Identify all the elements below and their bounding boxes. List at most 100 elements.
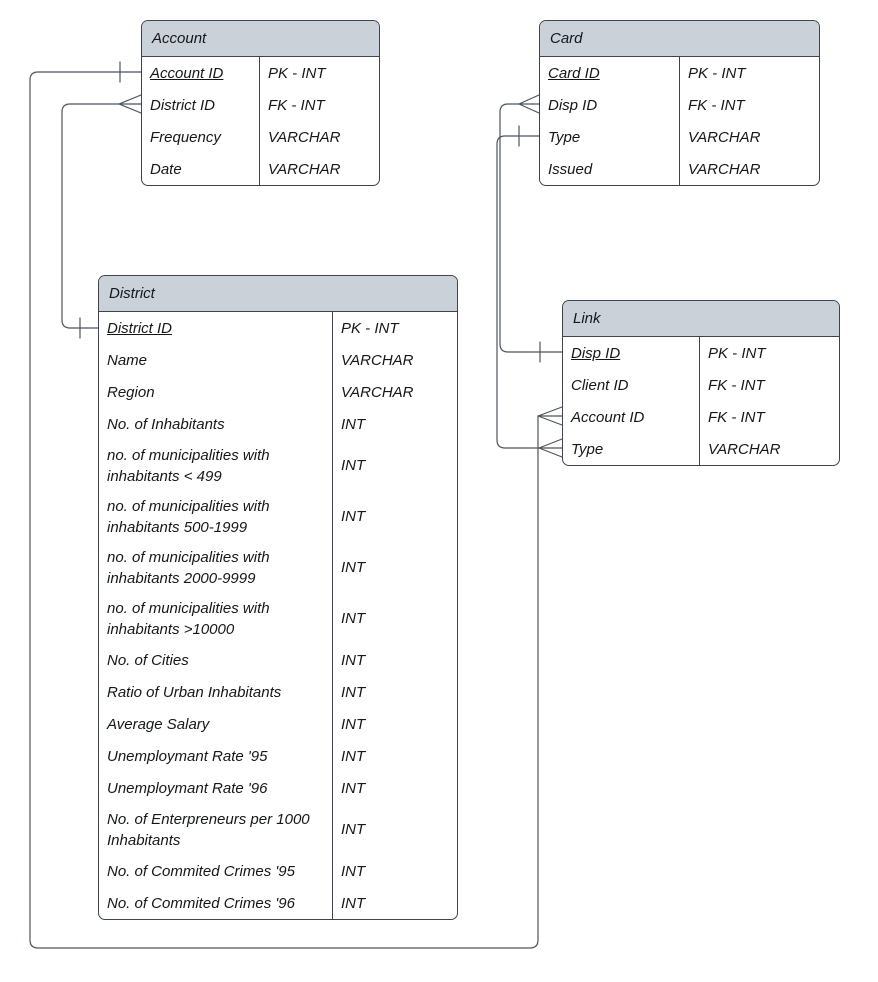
crows-foot-many-icon xyxy=(518,94,540,114)
attribute-type-cell: FK - INT xyxy=(699,401,839,433)
attribute-name-cell: District ID xyxy=(150,96,215,114)
attribute-type-cell: INT xyxy=(332,772,457,804)
relationship-account-link[interactable] xyxy=(29,61,563,949)
attribute-type-cell: INT xyxy=(332,740,457,772)
attribute-name-cell: Account ID xyxy=(150,64,224,82)
attribute-name-cell: No. of Commited Crimes '95 xyxy=(107,862,295,880)
crows-foot-many-icon xyxy=(537,406,563,426)
attribute-name-cell: No. of Commited Crimes '96 xyxy=(107,894,295,912)
entity-header-link: Link xyxy=(563,301,839,337)
attribute-name-cell: Ratio of Urban Inhabitants xyxy=(107,683,282,701)
table-row: Unemploymant Rate '96 INT xyxy=(99,772,457,804)
relationship-card-link-disp[interactable] xyxy=(499,94,563,363)
attribute-name-cell: Average Salary xyxy=(107,715,210,733)
table-row: Client ID FK - INT xyxy=(563,369,839,401)
attribute-type-cell: VARCHAR xyxy=(679,153,819,185)
attribute-type-cell: PK - INT xyxy=(699,337,839,369)
attribute-name-cell: Frequency xyxy=(150,128,221,146)
attribute-name-cell: Unemploymant Rate '96 xyxy=(107,779,268,797)
connector-line xyxy=(29,71,539,949)
relationship-card-link-type[interactable] xyxy=(496,125,563,458)
entity-account[interactable]: Account Account ID PK - INT District ID … xyxy=(141,20,380,186)
attribute-name-cell: Client ID xyxy=(571,376,629,394)
attribute-type-cell: VARCHAR xyxy=(699,433,839,465)
attribute-name-cell: Disp ID xyxy=(548,96,598,114)
table-row: Frequency VARCHAR xyxy=(142,121,379,153)
attribute-type-cell: INT xyxy=(332,708,457,740)
attribute-name-cell: Account ID xyxy=(571,408,645,426)
attribute-name-cell: Type xyxy=(571,440,604,458)
attribute-name-cell: Type xyxy=(548,128,581,146)
table-row: Disp ID PK - INT xyxy=(563,337,839,369)
table-row: Ratio of Urban Inhabitants INT xyxy=(99,676,457,708)
attribute-name-cell: No. of Inhabitants xyxy=(107,415,225,433)
attribute-name-cell: no. of municipalities with inhabitants <… xyxy=(107,446,270,485)
table-row: Average Salary INT xyxy=(99,708,457,740)
entity-card[interactable]: Card Card ID PK - INT Disp ID FK - INT T… xyxy=(539,20,820,186)
attribute-type-cell: INT xyxy=(332,676,457,708)
table-row: No. of Commited Crimes '95 INT xyxy=(99,855,457,887)
entity-district[interactable]: District District ID PK - INT Name VARCH… xyxy=(98,275,458,920)
table-row: Issued VARCHAR xyxy=(540,153,819,185)
table-row: Account ID PK - INT xyxy=(142,57,379,89)
attribute-name-cell: Issued xyxy=(548,160,593,178)
table-row: No. of Cities INT xyxy=(99,644,457,676)
attribute-type-cell: INT xyxy=(332,644,457,676)
attribute-name-cell: no. of municipalities with inhabitants 5… xyxy=(107,497,270,536)
connector-line xyxy=(499,103,563,353)
connector-line xyxy=(496,135,540,449)
table-row: no. of municipalities with inhabitants >… xyxy=(99,593,457,644)
attribute-name-cell: No. of Cities xyxy=(107,651,189,669)
attribute-name-cell: No. of Enterpreneurs per 1000 Inhabitant… xyxy=(107,810,310,849)
table-row: Date VARCHAR xyxy=(142,153,379,185)
attribute-name-cell: no. of municipalities with inhabitants 2… xyxy=(107,548,270,587)
entity-title: Link xyxy=(573,310,601,327)
table-row: no. of municipalities with inhabitants 2… xyxy=(99,542,457,593)
attribute-type-cell: VARCHAR xyxy=(679,121,819,153)
attribute-type-cell: INT xyxy=(332,542,457,593)
attribute-name-cell: District ID xyxy=(107,319,172,337)
entity-title: Account xyxy=(152,30,207,47)
table-row: Disp ID FK - INT xyxy=(540,89,819,121)
attribute-type-cell: INT xyxy=(332,440,457,491)
table-row: Name VARCHAR xyxy=(99,344,457,376)
attribute-type-cell: VARCHAR xyxy=(259,153,379,185)
entity-title: Card xyxy=(550,30,583,47)
table-row: District ID PK - INT xyxy=(99,312,457,344)
table-row: no. of municipalities with inhabitants 5… xyxy=(99,491,457,542)
attribute-type-cell: VARCHAR xyxy=(259,121,379,153)
table-row: District ID FK - INT xyxy=(142,89,379,121)
table-row: no. of municipalities with inhabitants <… xyxy=(99,440,457,491)
table-row: Type VARCHAR xyxy=(540,121,819,153)
attribute-type-cell: PK - INT xyxy=(679,57,819,89)
entity-header-district: District xyxy=(99,276,457,312)
table-row: No. of Enterpreneurs per 1000 Inhabitant… xyxy=(99,804,457,855)
attribute-name-cell: no. of municipalities with inhabitants >… xyxy=(107,599,270,638)
attribute-type-cell: INT xyxy=(332,855,457,887)
table-row: Region VARCHAR xyxy=(99,376,457,408)
attribute-name-cell: Region xyxy=(107,383,155,401)
attribute-type-cell: PK - INT xyxy=(259,57,379,89)
table-row: No. of Commited Crimes '96 INT xyxy=(99,887,457,919)
table-row: Card ID PK - INT xyxy=(540,57,819,89)
table-row: Unemploymant Rate '95 INT xyxy=(99,740,457,772)
attribute-type-cell: VARCHAR xyxy=(332,344,457,376)
crows-foot-many-icon xyxy=(118,94,142,114)
entity-header-card: Card xyxy=(540,21,819,57)
attribute-type-cell: FK - INT xyxy=(259,89,379,121)
attribute-type-cell: PK - INT xyxy=(332,312,457,344)
entity-title: District xyxy=(109,285,155,302)
attribute-type-cell: INT xyxy=(332,491,457,542)
table-row: Account ID FK - INT xyxy=(563,401,839,433)
attribute-name-cell: Name xyxy=(107,351,148,369)
entity-header-account: Account xyxy=(142,21,379,57)
entity-link[interactable]: Link Disp ID PK - INT Client ID FK - INT… xyxy=(562,300,840,466)
relationship-account-district[interactable] xyxy=(61,94,142,339)
attribute-name-cell: Disp ID xyxy=(571,344,621,362)
attribute-type-cell: INT xyxy=(332,408,457,440)
table-row: No. of Inhabitants INT xyxy=(99,408,457,440)
table-row: Type VARCHAR xyxy=(563,433,839,465)
connector-line xyxy=(61,103,120,329)
